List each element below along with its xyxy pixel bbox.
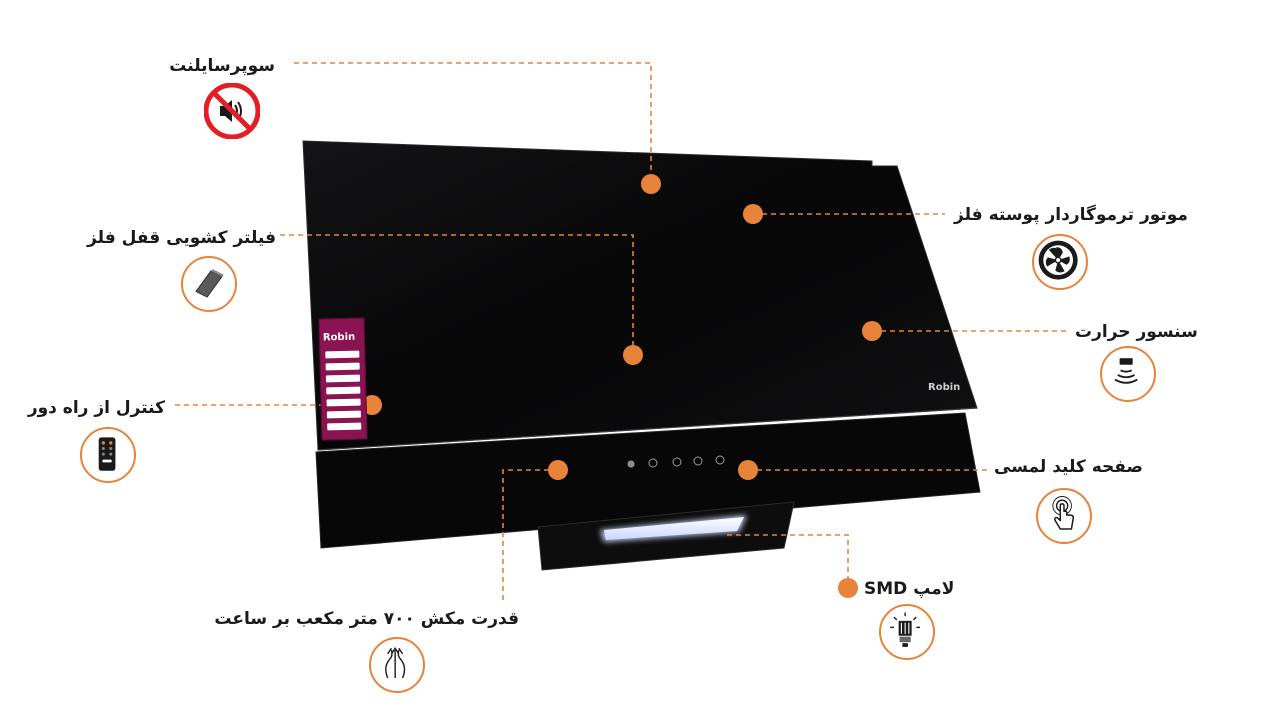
- filter-panel-icon: [181, 256, 237, 312]
- remote-control-icon: [80, 427, 136, 483]
- feature-label-lamp: لامپ SMD: [864, 579, 955, 599]
- feature-label-touch-panel: صفحه کلید لمسی: [994, 457, 1143, 477]
- energy-sticker: Robin: [318, 317, 368, 441]
- led-bulb-icon: [879, 604, 935, 660]
- hood-lower-body: [315, 412, 981, 549]
- feature-label-suction: قدرت مکش ۷۰۰ متر مکعب بر ساعت: [214, 609, 519, 629]
- touch-finger-icon: [1036, 488, 1092, 544]
- muted-speaker-icon: [204, 83, 260, 139]
- feature-label-remote: کنترل از راه دور: [27, 398, 165, 418]
- feature-label-motor: موتور ترموگاردار پوسته فلز: [954, 205, 1188, 225]
- led-light-bar: [604, 517, 744, 540]
- feature-label-super-silent: سوپرسایلنت: [169, 56, 275, 76]
- hood-glass-panel: [302, 140, 978, 451]
- heat-sensor-icon: [1100, 346, 1156, 402]
- touch-buttons: [627, 455, 725, 468]
- airflow-icon: [369, 637, 425, 693]
- fan-icon: [1032, 234, 1088, 290]
- hood-brand-logo: Robin: [928, 382, 961, 393]
- feature-label-heat-sensor: سنسور حرارت: [1075, 322, 1198, 342]
- feature-label-filter: فیلتر کشویی قفل فلز: [87, 228, 276, 248]
- sticker-brand: Robin: [322, 331, 356, 344]
